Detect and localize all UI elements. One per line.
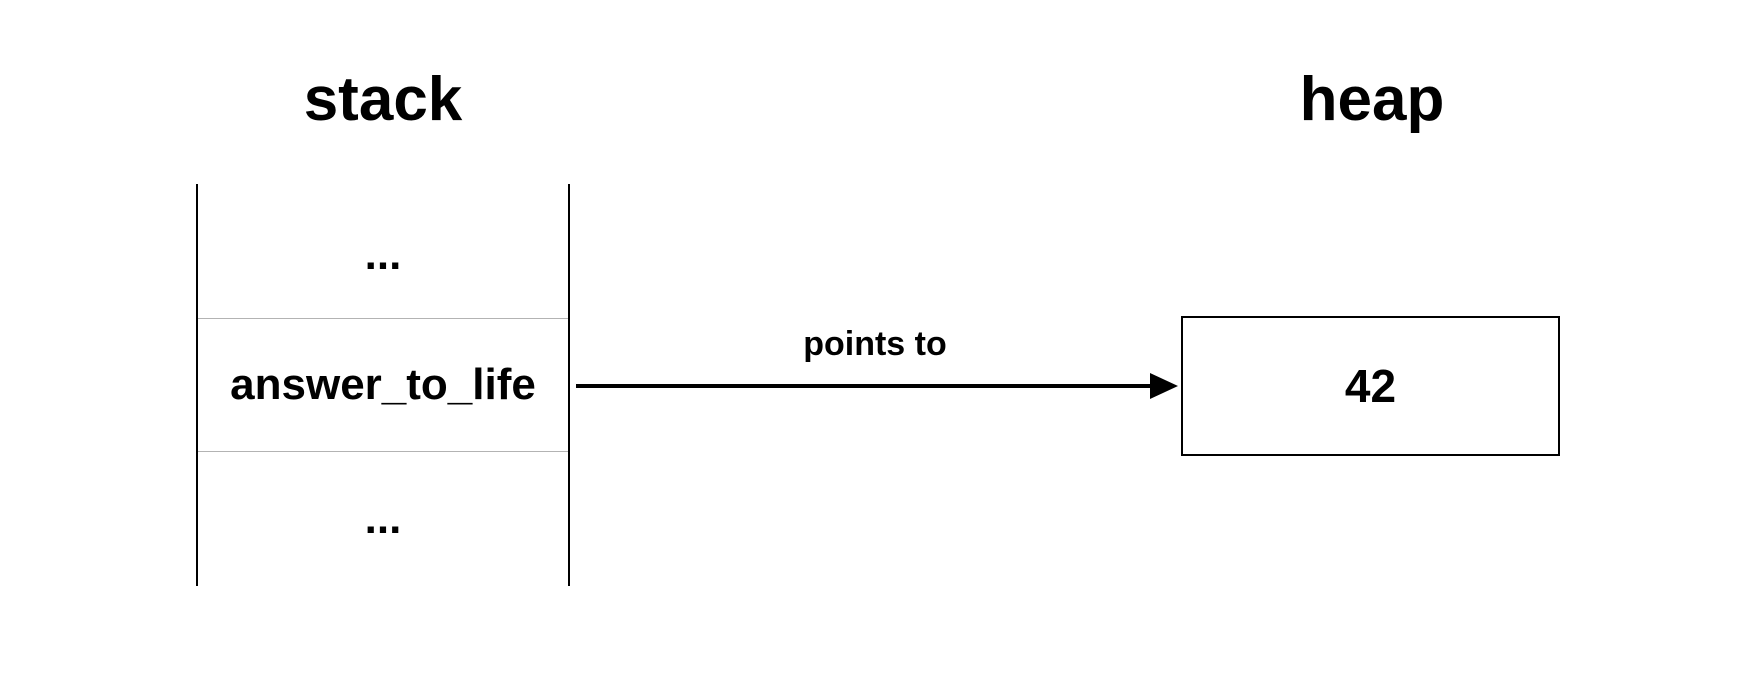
- stack-cell-top: ...: [364, 230, 402, 279]
- stack-cell-variable: answer_to_life: [198, 318, 568, 452]
- edge-label: points to: [803, 325, 947, 363]
- stack-title: stack: [303, 65, 463, 134]
- stack-cell-bottom: ...: [364, 494, 402, 543]
- arrow-head: [1150, 373, 1178, 399]
- stack-column: ... answer_to_life ...: [196, 184, 570, 586]
- heap-title: heap: [1299, 65, 1445, 134]
- heap-value-box: 42: [1181, 316, 1560, 456]
